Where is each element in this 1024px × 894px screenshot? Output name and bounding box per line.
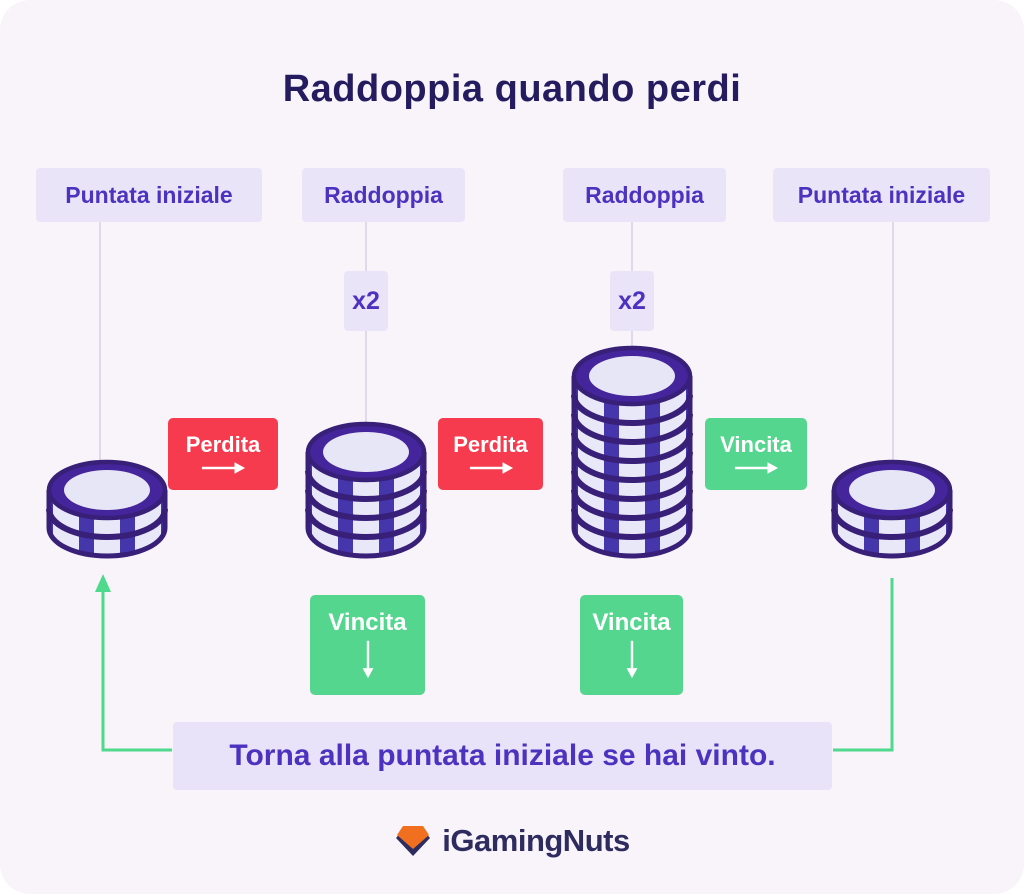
multiplier-badge-1: x2	[344, 271, 388, 331]
chip-stacks	[46, 345, 953, 559]
arrow-down-icon	[362, 640, 373, 679]
gem-icon	[396, 826, 431, 856]
chip-stack-double-once	[305, 421, 427, 559]
chip-stack-initial-bet	[46, 459, 168, 559]
label-text: Raddoppia	[585, 181, 704, 208]
label-text: Puntata iniziale	[797, 181, 966, 208]
label-initial-bet-left: Puntata iniziale	[36, 168, 262, 222]
arrow-right-icon	[201, 462, 246, 474]
label-initial-bet-right: Puntata iniziale	[773, 168, 990, 222]
win-box-right: Vincita	[705, 418, 807, 490]
multiplier-text: x2	[618, 286, 646, 315]
loss-label: Perdita	[185, 432, 261, 457]
bottom-note-text: Torna alla puntata iniziale se hai vinto…	[229, 739, 776, 772]
loss-box-1: Perdita	[168, 418, 278, 490]
multiplier-badge-2: x2	[610, 271, 654, 331]
return-line-right	[833, 578, 894, 752]
win-box-down-1: Vincita	[310, 595, 425, 695]
win-label: Vincita	[720, 432, 792, 457]
return-line-left	[101, 590, 172, 752]
win-label: Vincita	[328, 609, 407, 636]
arrow-right-icon	[469, 462, 513, 474]
label-text: Puntata iniziale	[65, 181, 233, 208]
arrow-up-icon	[95, 574, 111, 592]
win-box-down-2: Vincita	[580, 595, 683, 695]
bottom-note: Torna alla puntata iniziale se hai vinto…	[173, 722, 832, 790]
page-title: Raddoppia quando perdi	[282, 68, 742, 110]
loss-box-2: Perdita	[438, 418, 543, 490]
win-label: Vincita	[592, 609, 671, 636]
loss-label: Perdita	[453, 432, 528, 457]
label-double-2: Raddoppia	[563, 168, 726, 222]
chip-stack-double-twice	[571, 345, 693, 559]
arrow-right-icon	[734, 462, 779, 474]
brand-logo: iGamingNuts	[0, 823, 1024, 859]
brand-name: iGamingNuts	[442, 823, 630, 858]
multiplier-text: x2	[352, 286, 380, 315]
label-double-1: Raddoppia	[302, 168, 465, 222]
arrow-down-icon	[626, 640, 637, 679]
chip-stack-back-to-initial	[831, 459, 953, 559]
return-to-start-arrow	[95, 574, 894, 752]
label-text: Raddoppia	[324, 181, 443, 208]
